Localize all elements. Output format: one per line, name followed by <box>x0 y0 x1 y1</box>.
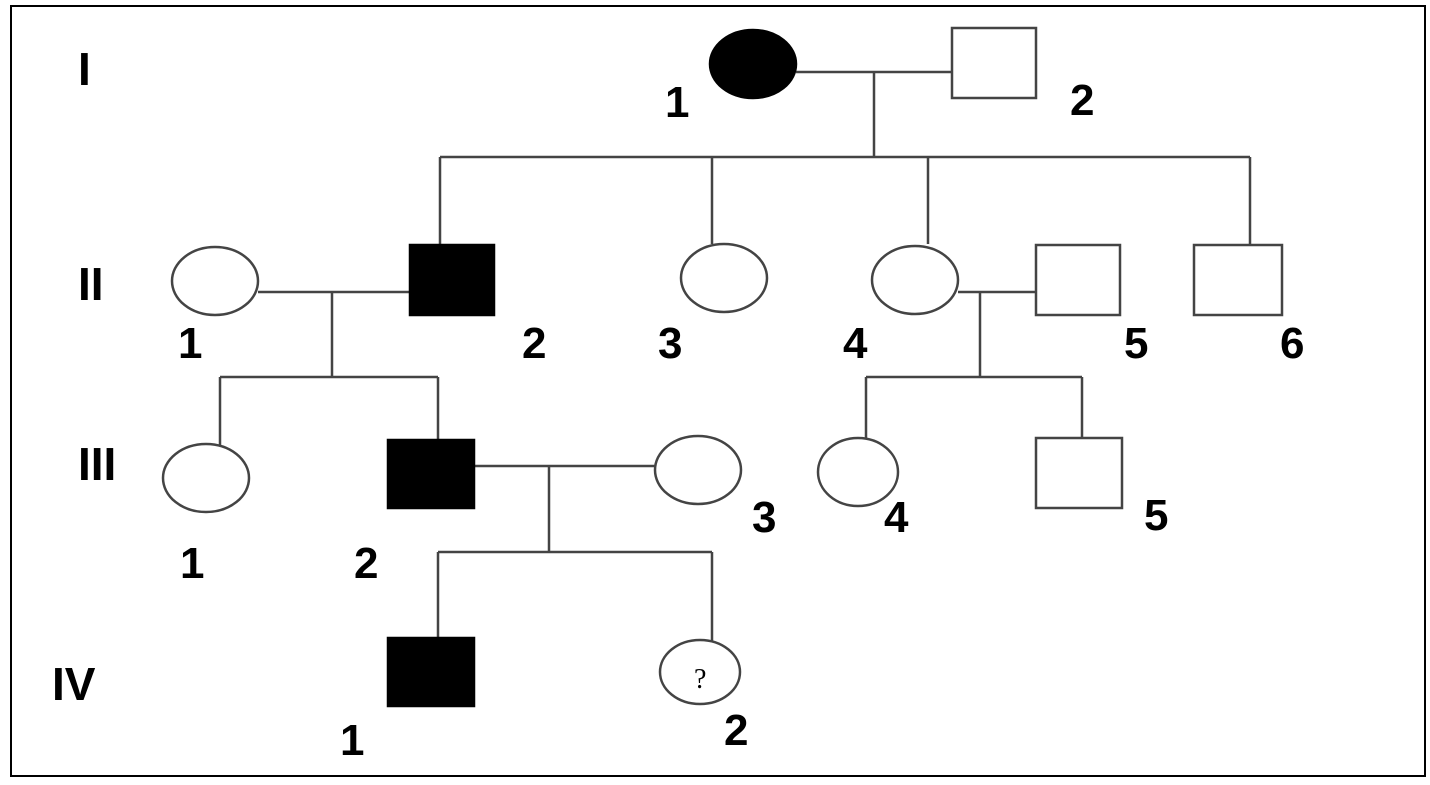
unknown-status-mark-IV2: ? <box>694 664 706 695</box>
generation-label-II: II <box>78 258 104 310</box>
individual-IV2-female <box>658 638 742 706</box>
individual-III2-male-affected <box>386 438 476 510</box>
individual-number-II3: 3 <box>658 319 682 368</box>
individual-II3-female <box>679 242 769 314</box>
generation-label-I: I <box>78 43 91 95</box>
individual-I2-male <box>950 26 1038 100</box>
individual-number-III5: 5 <box>1144 491 1168 540</box>
generation-label-IV: IV <box>52 658 96 710</box>
individual-number-II1: 1 <box>178 319 202 368</box>
individual-II1-female <box>170 245 260 317</box>
individual-number-II6: 6 <box>1280 319 1304 368</box>
individual-number-III2: 2 <box>354 539 378 588</box>
individual-III3-female <box>653 434 743 506</box>
individual-II6-male <box>1192 243 1284 317</box>
individual-number-II2: 2 <box>522 319 546 368</box>
generation-label-III: III <box>78 438 116 490</box>
individual-number-IV1: 1 <box>340 716 364 765</box>
individual-III1-female <box>161 442 251 514</box>
individual-III4-female <box>816 436 900 508</box>
individual-number-III3: 3 <box>752 493 776 542</box>
individual-number-II4: 4 <box>843 319 868 368</box>
individual-III5-male <box>1034 436 1124 510</box>
individual-II4-female <box>870 244 960 316</box>
individual-number-I1: 1 <box>665 78 689 127</box>
individual-number-III1: 1 <box>180 539 204 588</box>
individual-II2-male-affected <box>408 243 496 317</box>
individual-number-IV2: 2 <box>724 706 748 755</box>
individual-number-II5: 5 <box>1124 319 1148 368</box>
individual-II5-male <box>1034 243 1122 317</box>
individual-number-I2: 2 <box>1070 76 1094 125</box>
individual-number-III4: 4 <box>884 493 909 542</box>
individual-I1-female-affected <box>708 28 798 100</box>
individual-IV1-male-affected <box>386 636 476 708</box>
